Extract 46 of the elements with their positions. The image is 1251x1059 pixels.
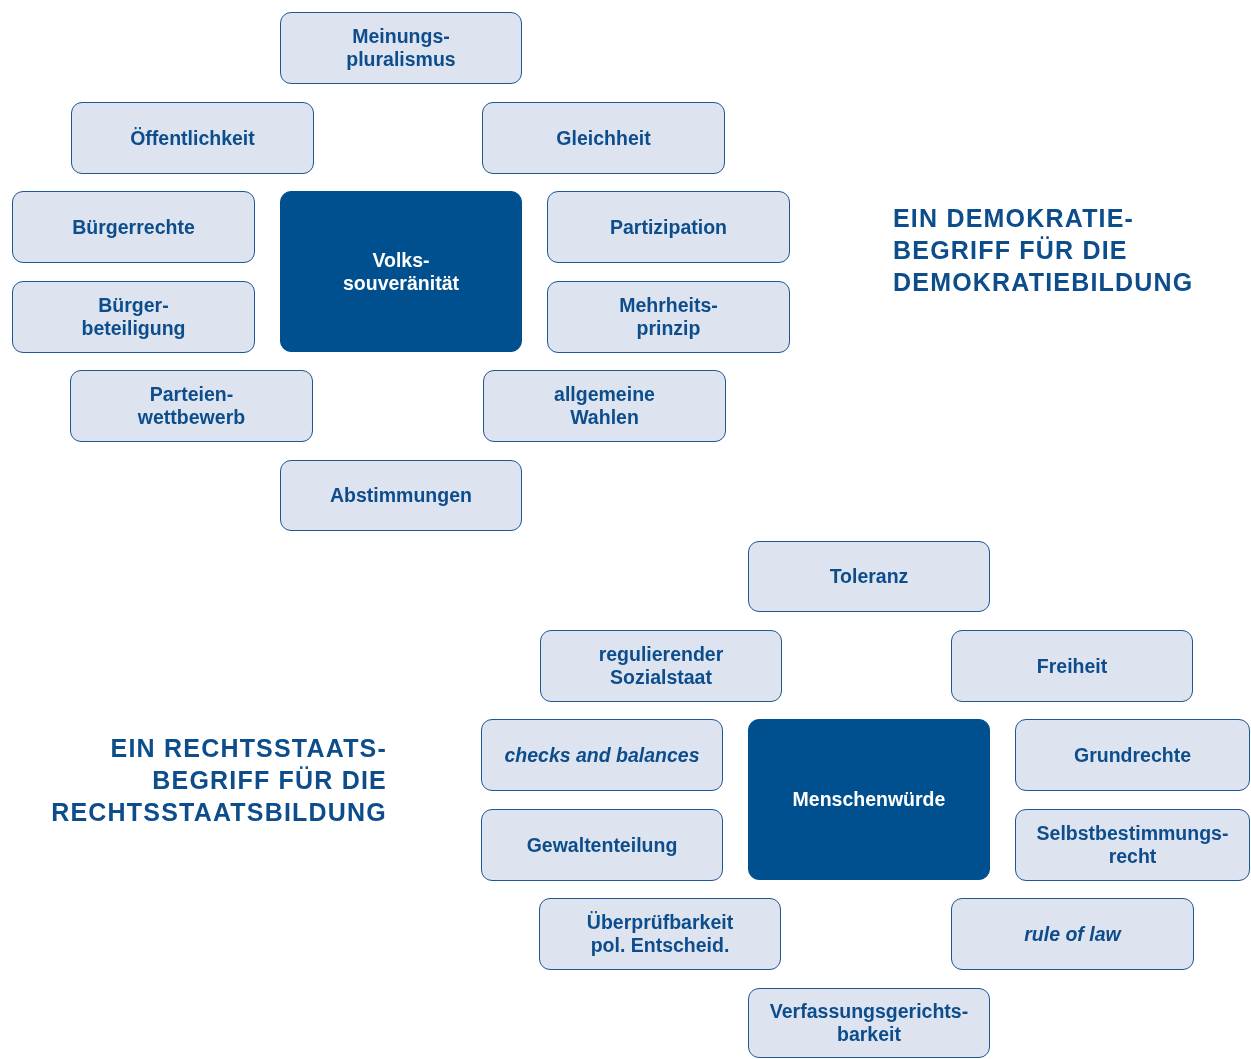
- concept-box: [1015, 809, 1250, 881]
- concept-box: [280, 460, 522, 531]
- concept-label: rule of law: [1024, 922, 1121, 946]
- concept-label: Öffentlichkeit: [130, 126, 255, 150]
- concept-box: [481, 719, 723, 791]
- concept-box: [539, 898, 781, 970]
- concept-label: Bürger- beteiligung: [80, 294, 187, 340]
- concept-label: allgemeine Wahlen: [553, 383, 656, 429]
- concept-label: Abstimmungen: [330, 484, 472, 507]
- concept-box: [280, 12, 522, 84]
- concept-label: Gewaltenteilung: [526, 833, 678, 857]
- concept-label: Bürgerrechte: [72, 215, 195, 239]
- concept-box: [547, 191, 790, 263]
- concept-label: Mehrheits- prinzip: [618, 294, 719, 340]
- concept-box: [748, 988, 990, 1058]
- concept-box: [1015, 719, 1250, 791]
- concept-label: Parteien- wettbewerb: [136, 383, 247, 429]
- concept-label: Menschenwürde: [792, 788, 946, 811]
- concept-label: Selbstbestimmungs- recht: [1035, 822, 1230, 868]
- central-concept-box: [280, 191, 522, 352]
- section-heading: EIN DEMOKRATIE- BEGRIFF FÜR DIE DEMOKRATIEBILDUNG: [893, 203, 1195, 298]
- concept-label: Meinungs- pluralismus: [345, 25, 457, 71]
- concept-label: Gleichheit: [556, 126, 651, 150]
- concept-label: Freiheit: [1036, 654, 1108, 678]
- concept-box: [951, 630, 1193, 702]
- concept-label: Volks- souveränität: [342, 248, 460, 295]
- concept-box: [482, 102, 725, 174]
- concept-label: Grundrechte: [1074, 743, 1191, 767]
- concept-box: [547, 281, 790, 353]
- concept-label: Toleranz: [829, 565, 909, 588]
- concept-box: [951, 898, 1194, 970]
- concept-label: Partizipation: [610, 215, 727, 239]
- concept-box: [12, 281, 255, 353]
- section-heading: EIN RECHTSSTAATS- BEGRIFF FÜR DIE RECHTSSTAATSBILDUNG: [50, 733, 387, 828]
- concept-box: [71, 102, 314, 174]
- concept-box: [481, 809, 723, 881]
- concept-box: [483, 370, 726, 442]
- concept-box: [70, 370, 313, 442]
- central-concept-box: [748, 719, 990, 880]
- concept-label: Verfassungsgerichts- barkeit: [768, 1000, 970, 1046]
- concept-box: [748, 541, 990, 612]
- concept-box: [12, 191, 255, 263]
- concept-label: Überprüfbarkeit pol. Entscheid.: [585, 911, 735, 957]
- concept-box: [540, 630, 782, 702]
- concept-label: checks and balances: [504, 743, 700, 767]
- concept-label: regulierender Sozialstaat: [597, 643, 725, 689]
